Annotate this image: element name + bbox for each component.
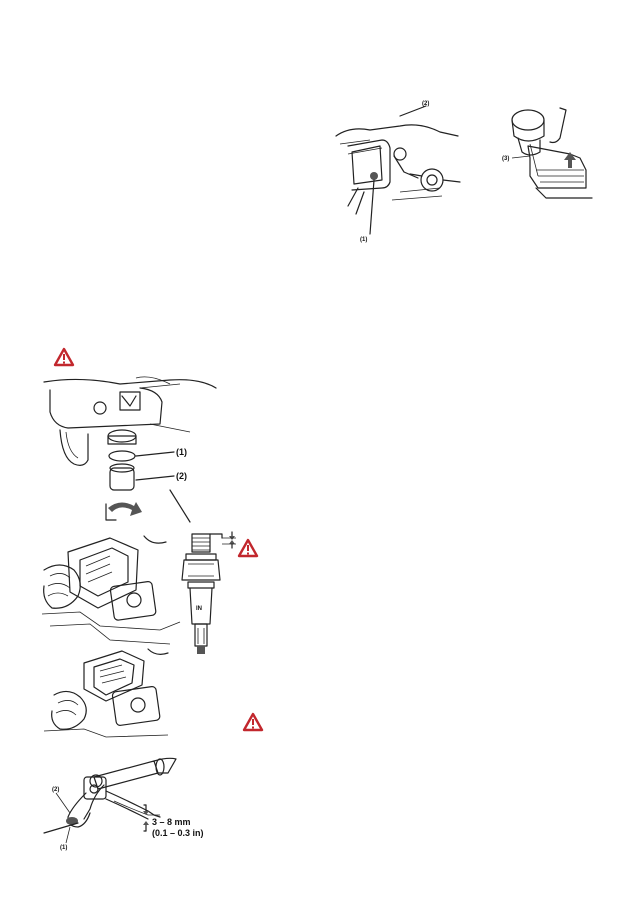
freeplay-in: (0.1 – 0.3 in) <box>152 828 204 838</box>
plug-mark: IN <box>196 606 202 612</box>
fuel-valve-figure: (2) (1) <box>330 96 465 246</box>
label-3: (3) <box>502 156 509 162</box>
clutch-lever-figure: 3 – 8 mm (0.1 – 0.3 in) (2) (1) <box>44 755 224 855</box>
spark-plug-removal-figure <box>40 530 185 648</box>
freeplay-mm: 3 – 8 mm <box>152 817 191 827</box>
oil-filler-figure: (3) <box>500 108 600 208</box>
label-1: (1) <box>176 447 187 457</box>
warning-triangle-icon <box>237 538 259 558</box>
label-1: (1) <box>60 845 67 851</box>
warning-triangle-icon <box>53 347 75 367</box>
label-2: (2) <box>422 101 429 107</box>
label-2: (2) <box>52 787 59 793</box>
plug-cap-figure <box>44 645 179 740</box>
up-arrow-icon <box>564 152 576 168</box>
sediment-cup-figure: (1) (2) <box>40 372 220 532</box>
rotate-arrow-icon <box>108 502 142 516</box>
label-2: (2) <box>176 471 187 481</box>
warning-triangle-icon <box>242 712 264 732</box>
spark-plug-figure: IN <box>176 528 240 658</box>
label-1: (1) <box>360 237 367 243</box>
